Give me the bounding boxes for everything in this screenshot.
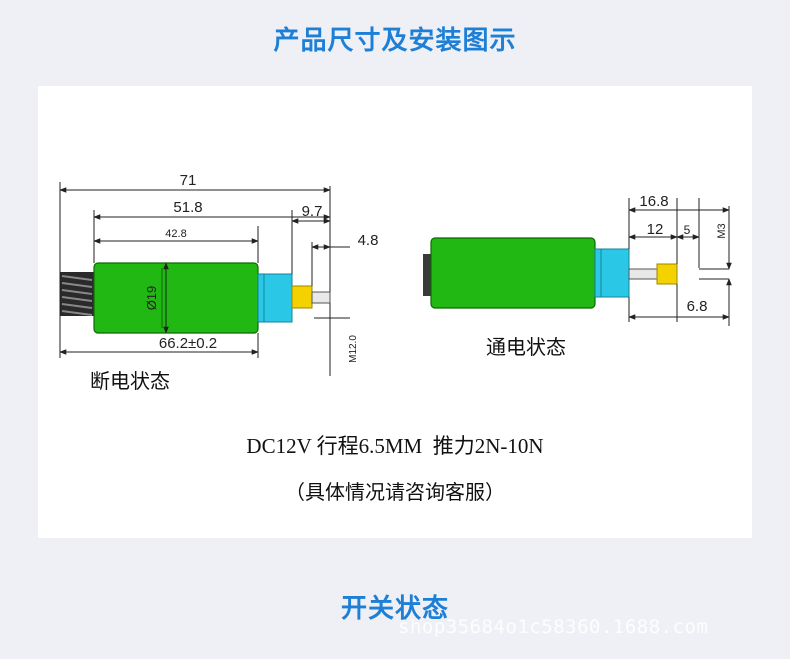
back-cap bbox=[423, 254, 433, 296]
dim-extend: 16.8 bbox=[639, 193, 668, 210]
dim-tip: 4.8 bbox=[358, 232, 379, 249]
dim-thread: M12.0 bbox=[348, 335, 359, 363]
plunger-tip bbox=[311, 291, 331, 304]
dim-total: 71 bbox=[180, 172, 197, 189]
off-state-label: 断电状态 bbox=[90, 369, 170, 393]
dim-body: 42.8 bbox=[165, 228, 186, 240]
collar-on bbox=[594, 248, 630, 298]
dim-body-plunger: 51.8 bbox=[173, 199, 202, 216]
solenoid-diagram: 71 51.8 42.8 9.7 4.8 66.2±0.2 Ø19 M12.0 … bbox=[59, 172, 732, 504]
dim-overall: 66.2±0.2 bbox=[159, 335, 217, 352]
plunger-on bbox=[656, 263, 678, 285]
dim-neck: 9.7 bbox=[302, 203, 323, 220]
plunger bbox=[291, 285, 313, 309]
section-title: 开关状态 bbox=[340, 594, 449, 624]
collar bbox=[257, 273, 293, 323]
coil-body bbox=[93, 262, 259, 334]
watermark-text: shop35684o1c58360.1688.com bbox=[398, 616, 709, 638]
dim-c: 6.8 bbox=[687, 298, 708, 315]
dim-on-thread: M3 bbox=[716, 223, 728, 238]
on-state-label: 通电状态 bbox=[486, 335, 566, 359]
off-state-drawing: 71 51.8 42.8 9.7 4.8 66.2±0.2 Ø19 M12.0 … bbox=[59, 172, 379, 393]
dim-a: 12 bbox=[647, 221, 664, 238]
spring-icon bbox=[60, 272, 94, 316]
on-state-drawing: 16.8 12 5 M3 6.8 通电状态 bbox=[423, 193, 732, 359]
consult-note: （具体情况请咨询客服） bbox=[285, 480, 505, 504]
page-title: 产品尺寸及安装图示 bbox=[273, 26, 517, 56]
spec-line: DC12V 行程6.5MM 推力2N-10N bbox=[246, 434, 543, 458]
dim-diameter: Ø19 bbox=[144, 286, 159, 311]
dim-b: 5 bbox=[684, 223, 691, 237]
diagram-panel: 71 51.8 42.8 9.7 4.8 66.2±0.2 Ø19 M12.0 … bbox=[38, 86, 752, 538]
plunger-tip-on bbox=[628, 268, 658, 280]
coil-body-on bbox=[430, 237, 596, 309]
